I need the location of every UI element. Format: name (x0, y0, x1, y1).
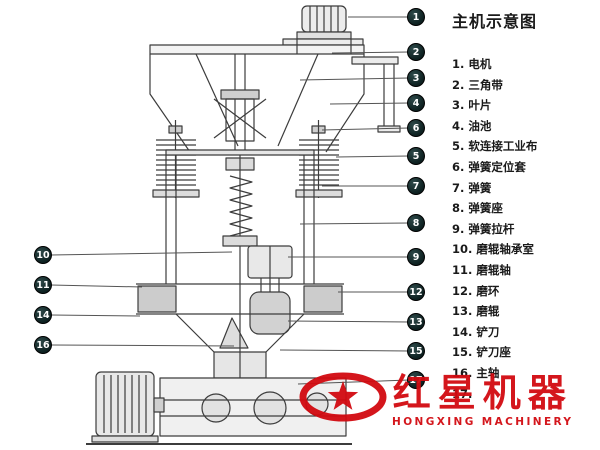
callout-14: 14 (34, 306, 52, 324)
brand-name-cn: 红星机器 (392, 371, 573, 415)
legend-item-10: 10. 磨辊轴承室 (452, 242, 534, 257)
legend-item-3: 3. 叶片 (452, 98, 492, 113)
callout-6: 6 (407, 119, 425, 137)
callout-15: 15 (407, 342, 425, 360)
legend-item-13: 13. 磨辊 (452, 304, 500, 319)
callout-4: 4 (407, 94, 425, 112)
hongxing-star-logo (299, 372, 387, 422)
callout-12: 12 (407, 283, 425, 301)
callout-10: 10 (34, 246, 52, 264)
callout-5: 5 (407, 147, 425, 165)
legend-item-8: 8. 弹簧座 (452, 201, 503, 216)
legend-item-6: 6. 弹簧定位套 (452, 159, 526, 174)
callout-8: 8 (407, 214, 425, 232)
legend-title: 主机示意图 (452, 12, 538, 31)
legend-item-9: 9. 弹簧拉杆 (452, 221, 515, 236)
watermark: 红星机器 HONGXING MACHINERY (296, 370, 573, 428)
legend: 主机示意图 1. 电机 2. 三角带 3. 叶片 4. 油池 5. 软连接工业布… (452, 8, 598, 404)
legend-item-12: 12. 磨环 (452, 283, 500, 298)
leader-lines (50, 16, 410, 385)
callout-1: 1 (407, 8, 425, 26)
legend-item-15: 15. 铲刀座 (452, 345, 511, 360)
legend-item-2: 2. 三角带 (452, 77, 503, 92)
callout-2: 2 (407, 43, 425, 61)
legend-item-17: 17. (452, 386, 473, 401)
callout-17: 17 (407, 371, 425, 389)
legend-item-16: 16. 主轴 (452, 365, 500, 380)
legend-item-14: 14. 铲刀 (452, 324, 500, 339)
callout-11: 11 (34, 276, 52, 294)
callout-7: 7 (407, 177, 425, 195)
brand-name-en: HONGXING MACHINERY (392, 415, 574, 428)
legend-item-7: 7. 弹簧 (452, 180, 492, 195)
legend-item-1: 1. 电机 (452, 57, 492, 71)
legend-item-4: 4. 油池 (452, 118, 492, 133)
callout-13: 13 (407, 313, 425, 331)
callout-16: 16 (34, 336, 52, 354)
callout-3: 3 (407, 69, 425, 87)
legend-item-11: 11. 磨辊轴 (452, 262, 511, 277)
legend-item-5: 5. 软连接工业布 (452, 139, 538, 154)
callout-9: 9 (407, 248, 425, 266)
